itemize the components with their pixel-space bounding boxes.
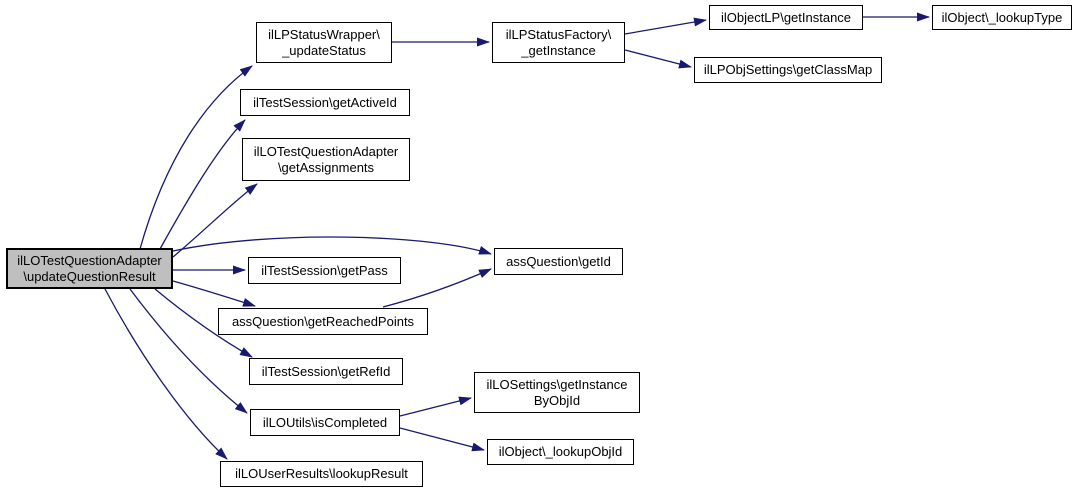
node-label-line: ilLOTestQuestionAdapter [17,252,162,268]
edge-getInstanceFactory-getClassMap [624,49,692,69]
edge-getReachedPoints-getId [382,268,492,308]
node-lookupType[interactable]: ilObject\_lookupType [932,5,1072,30]
node-isCompleted[interactable]: ilLOUtils\isCompleted [250,409,400,436]
node-label-line: assQuestion\getReachedPoints [231,313,415,329]
node-label-line: ilTestSession\getActiveId [253,94,397,110]
edge-updateQuestionResult-getAssignments [172,183,258,258]
node-getInstanceFactory[interactable]: ilLPStatusFactory\_getInstance [492,22,625,63]
edge-updateQuestionResult-getId [172,236,492,255]
edge-updateQuestionResult-getRefId [154,288,253,358]
edge-updateQuestionResult-getReachedPoints [172,280,256,307]
node-getRefId[interactable]: ilTestSession\getRefId [249,358,403,385]
node-getReachedPoints[interactable]: assQuestion\getReachedPoints [218,308,428,335]
node-label-line: ilLPStatusWrapper\ [268,26,380,42]
edge-updateQuestionResult-getActiveId [159,119,246,250]
edge-isCompleted-getInstanceByObjId [399,396,472,417]
node-label-line: \updateQuestionResult [23,268,156,284]
node-label-line: ilLOUserResults\lookupResult [235,466,408,482]
node-lookupObjId[interactable]: ilObject\_lookupObjId [487,439,634,465]
node-label-line: ilLPObjSettings\getClassMap [703,62,873,78]
node-label-line: \getAssignments [277,159,375,175]
node-label-line: ilLOTestQuestionAdapter [253,143,399,159]
edges-group [104,12,930,460]
node-label-line: ilObjectLP\getInstance [720,9,852,25]
node-objectLPgetInstance[interactable]: ilObjectLP\getInstance [709,5,863,30]
node-getAssignments[interactable]: ilLOTestQuestionAdapter\getAssignments [242,138,410,181]
node-label-line: ilLOSettings\getInstance [486,376,628,392]
node-label-line: assQuestion\getId [506,253,611,269]
node-updateStatus[interactable]: ilLPStatusWrapper\_updateStatus [256,22,392,63]
node-getClassMap[interactable]: ilLPObjSettings\getClassMap [694,57,882,83]
node-label-line: _updateStatus [282,42,366,58]
edge-updateQuestionResult-updateStatus [139,65,253,250]
node-label-line: ilObject\_lookupObjId [498,444,623,460]
node-label-line: ilTestSession\getPass [261,262,388,278]
node-label-line: ilLOUtils\isCompleted [262,414,388,430]
node-label-line: ilLPStatusFactory\ [505,26,612,42]
node-label-line: ilTestSession\getRefId [261,363,391,379]
node-label-line: ilObject\_lookupType [941,9,1063,25]
edge-getInstanceFactory-objectLPgetInstance [624,17,707,35]
node-label-line: _getInstance [521,42,596,58]
node-label-line: ByObjId [533,392,581,408]
node-getPass[interactable]: ilTestSession\getPass [248,257,401,284]
node-lookupResult[interactable]: ilLOUserResults\lookupResult [220,461,423,487]
node-updateQuestionResult: ilLOTestQuestionAdapter\updateQuestionRe… [6,248,173,289]
edge-updateQuestionResult-isCompleted [129,288,248,414]
node-getActiveId[interactable]: ilTestSession\getActiveId [240,89,410,116]
edge-isCompleted-lookupObjId [399,427,485,452]
node-getId[interactable]: assQuestion\getId [494,248,623,275]
edge-updateQuestionResult-lookupResult [104,288,228,460]
